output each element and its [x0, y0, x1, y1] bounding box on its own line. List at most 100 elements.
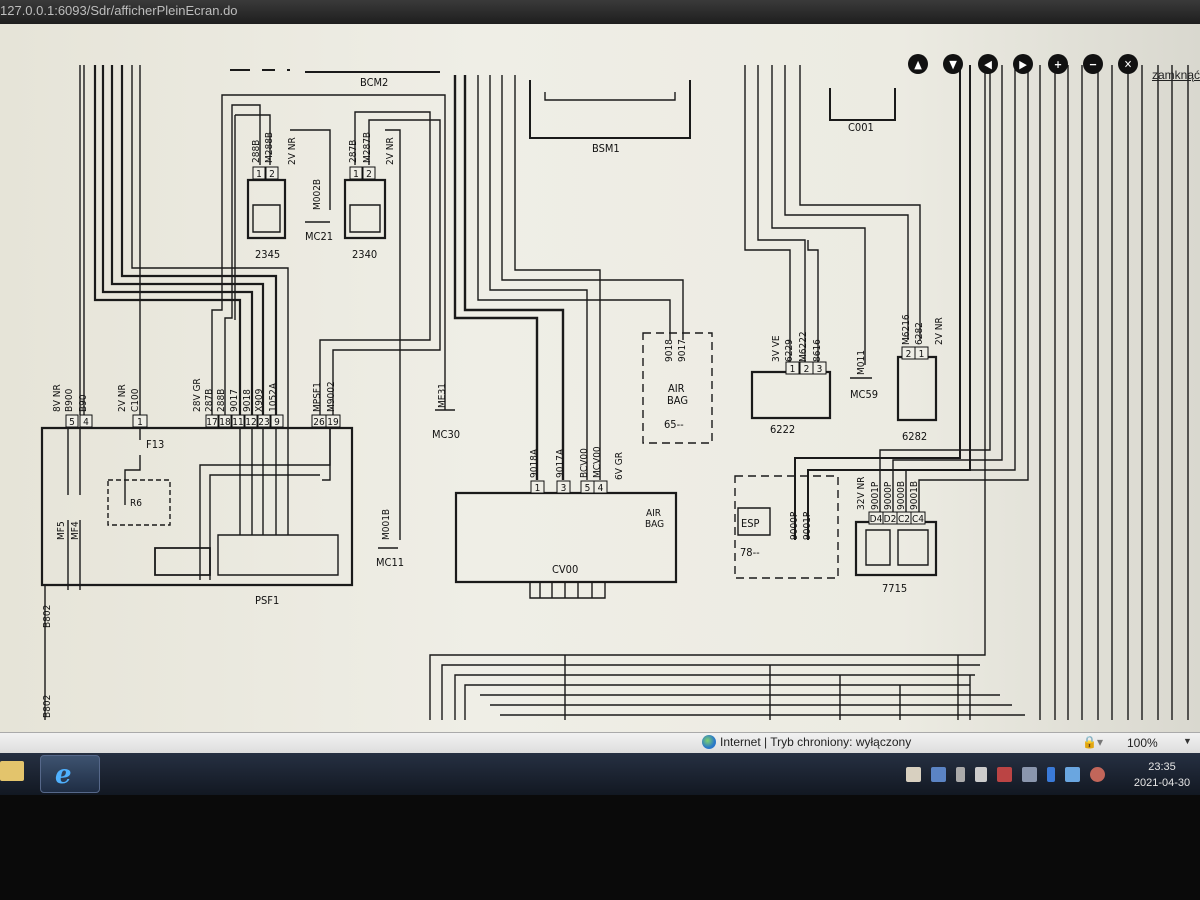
arrow-down-icon[interactable]: ▼ — [943, 54, 963, 74]
wire-label: 9001B — [909, 481, 920, 510]
pin-number: 5 — [585, 483, 591, 494]
battery-icon[interactable] — [956, 767, 965, 782]
pin-number: D4 — [870, 514, 883, 525]
wire-label: 6229 — [784, 339, 795, 362]
zoom-in-icon[interactable]: + — [1048, 54, 1068, 74]
pin-number: 12 — [245, 417, 256, 428]
settings-icon[interactable] — [1065, 767, 1080, 782]
connector-pin — [218, 414, 232, 428]
bluetooth-icon[interactable] — [1047, 767, 1055, 782]
connector-pin — [812, 361, 827, 375]
wire-label: M287B — [362, 132, 373, 163]
pin-number: 2 — [804, 364, 810, 375]
fuse-label: F13 — [146, 438, 164, 451]
connector-pin — [270, 414, 284, 428]
pin-number: 1 — [137, 417, 143, 428]
wire-label: 8V NR — [52, 384, 63, 412]
ground-label: MC30 — [432, 428, 460, 441]
svg-text:◀: ◀ — [984, 58, 992, 71]
arrow-up-icon[interactable]: ▲ — [908, 54, 928, 74]
component-label-6282: 6282 — [902, 430, 927, 443]
clock-date: 2021-04-30 — [1133, 777, 1191, 789]
pin-number: 17 — [206, 417, 217, 428]
arrow-left-icon[interactable]: ◀ — [978, 54, 998, 74]
wire-label: 9000P — [789, 511, 800, 540]
wire-label: 287B — [348, 140, 359, 163]
svg-text:▶: ▶ — [1019, 58, 1027, 71]
clock[interactable]: 23:35 2021-04-30 — [1130, 759, 1194, 791]
zoom-level[interactable]: 100% — [1127, 736, 1158, 750]
svg-text:−: − — [1089, 58, 1097, 71]
component-label-airbag: 65-- — [664, 418, 684, 431]
wire-label: 9001P — [870, 481, 881, 510]
wire-label: 2V NR — [287, 137, 298, 165]
connector-pin — [132, 414, 148, 428]
component-label-2340: 2340 — [352, 248, 377, 261]
connector-pin — [65, 414, 79, 428]
wire-label: 3V VE — [771, 335, 782, 362]
protected-mode-dropdown-icon[interactable]: 🔒▾ — [1082, 735, 1103, 749]
pin-number: 1 — [790, 364, 796, 375]
wire-label: 8616 — [812, 339, 823, 362]
zoom-dropdown-icon[interactable]: ▼ — [1183, 736, 1192, 746]
component-label-esp: 78-- — [740, 546, 760, 559]
display-icon[interactable] — [1022, 767, 1037, 782]
viewer-toolbar: ▲ ▼ ◀ ▶ + − ✕ — [908, 54, 1138, 74]
wire-label: M6222 — [798, 331, 809, 362]
wire-label: 9018 — [664, 339, 675, 362]
wire-label: B90 — [78, 394, 89, 412]
pin-number: 1 — [353, 169, 359, 180]
wires — [40, 65, 1189, 720]
wire-label: M288B — [264, 132, 275, 163]
network-disconnected-icon[interactable] — [997, 767, 1012, 782]
wire-label: 9017A — [555, 448, 566, 478]
close-link[interactable]: zamknąć — [1152, 68, 1200, 82]
wire-label: C100 — [130, 388, 141, 412]
pin-number: 2 — [269, 169, 275, 180]
component-label-cv00: CV00 — [552, 563, 578, 576]
esp-symbol: ESP — [741, 517, 760, 530]
globe-icon — [702, 735, 716, 749]
wire-label: 1052A — [268, 382, 279, 412]
airbag-symbol: BAG — [667, 394, 688, 407]
connector-pin — [205, 414, 219, 428]
system-tray — [906, 767, 1105, 782]
security-zone[interactable]: Internet | Tryb chroniony: wyłączony — [702, 735, 911, 749]
svg-text:+: + — [1054, 58, 1062, 71]
wire-label: B802 — [42, 695, 53, 718]
explorer-folder-icon[interactable] — [0, 761, 24, 781]
fit-screen-icon[interactable]: ✕ — [1118, 54, 1138, 74]
pin-number: 2 — [366, 169, 372, 180]
volume-icon[interactable] — [975, 767, 987, 782]
wire-label: M002B — [312, 179, 323, 210]
airbag-symbol: AIR — [668, 382, 685, 395]
cv00-airbag-symbol: BAG — [645, 519, 664, 530]
connector-pin — [79, 414, 93, 428]
address-url[interactable]: 127.0.0.1:6093/Sdr/afficherPleinEcran.do — [0, 3, 238, 18]
pin-number: 9 — [274, 417, 280, 428]
wire-label: 9017 — [229, 389, 240, 412]
connector-pin — [349, 166, 363, 180]
zoom-out-icon[interactable]: − — [1083, 54, 1103, 74]
arrow-right-icon[interactable]: ▶ — [1013, 54, 1033, 74]
taskbar: e 23:35 2021-04-30 — [0, 753, 1200, 795]
pin-number: 26 — [313, 417, 325, 428]
connector-pin — [785, 361, 800, 375]
status-bar: Internet | Tryb chroniony: wyłączony 🔒▾ … — [0, 732, 1200, 754]
taskbar-internet-explorer-button[interactable]: e — [40, 755, 100, 793]
pin-number: 19 — [327, 417, 339, 428]
wire-label: 287B — [204, 389, 215, 412]
wire-label: MCV00 — [592, 446, 603, 478]
ground-label: MC59 — [850, 388, 878, 401]
connector-pin — [325, 414, 341, 428]
wire-label: M9002 — [326, 381, 337, 412]
pin-number: C4 — [912, 514, 924, 525]
pin-number: D2 — [884, 514, 897, 525]
component-label-7715: 7715 — [882, 582, 907, 595]
pin-number: 5 — [69, 417, 75, 428]
alert-icon[interactable] — [1090, 767, 1105, 782]
connector-pin — [914, 346, 929, 360]
tray-app-icon[interactable] — [906, 767, 921, 782]
wire-label: 6V GR — [614, 452, 625, 480]
network-icon[interactable] — [931, 767, 946, 782]
